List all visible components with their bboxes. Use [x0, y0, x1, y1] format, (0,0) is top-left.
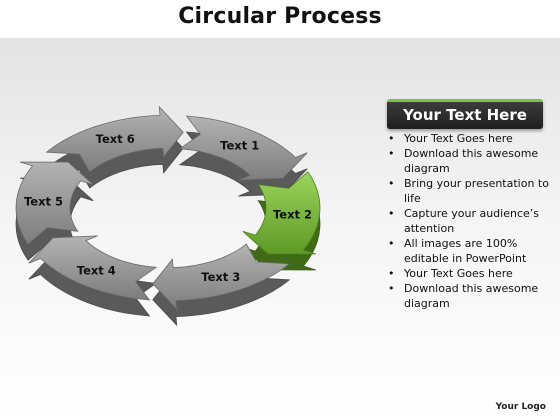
logo-text: Your Logo	[495, 402, 546, 412]
bullet-text: Download this awesome diagram	[404, 282, 539, 310]
panel-header: Your Text Here	[387, 99, 543, 129]
bullet-dot-icon: •	[388, 207, 395, 220]
bullet-item: • Download this awesome diagram	[386, 146, 554, 176]
bullet-dot-icon: •	[388, 147, 395, 160]
bullet-item: • Your Text Goes here	[386, 266, 554, 281]
arrow-segment-3	[152, 243, 291, 311]
bullet-item: • Capture your audience’s attention	[386, 206, 554, 236]
arrow-segment-6	[45, 105, 184, 173]
bullet-text: Your Text Goes here	[404, 132, 513, 145]
arrow-segment-5	[15, 161, 94, 245]
segment-label-6: Text 6	[96, 132, 135, 146]
bullet-dot-icon: •	[388, 237, 395, 250]
segment-label-3: Text 3	[201, 270, 240, 284]
bullet-dot-icon: •	[388, 267, 395, 280]
bullet-item: • Bring your presentation to life	[386, 176, 554, 206]
bullet-dot-icon: •	[388, 132, 395, 145]
bullet-text: Download this awesome diagram	[404, 147, 539, 175]
segment-label-5: Text 5	[24, 194, 63, 208]
bullet-item: • Your Text Goes here	[386, 131, 554, 146]
segment-label-4: Text 4	[77, 264, 116, 278]
bullet-dot-icon: •	[388, 282, 395, 295]
ring-label-layer: Text 4 Text 3 Text 2 Text 5 Text 6 Text 1	[24, 132, 312, 284]
bullet-item: • All images are 100% editable in PowerPo…	[386, 236, 554, 266]
arrow-segment-1	[178, 115, 308, 181]
bullet-item: • Download this awesome diagram	[386, 281, 554, 311]
bullet-dot-icon: •	[388, 177, 395, 190]
ring-top-layer	[15, 105, 321, 311]
segment-label-2: Text 2	[273, 208, 312, 222]
bullet-text: All images are 100% editable in PowerPoi…	[404, 237, 527, 265]
arrow-segment-4	[28, 235, 158, 301]
segment-label-1: Text 1	[220, 139, 259, 153]
bullet-text: Bring your presentation to life	[404, 177, 549, 205]
slide-title: Circular Process	[178, 4, 382, 29]
bullet-text: Capture your audience’s attention	[404, 207, 539, 235]
bullet-list: • Your Text Goes here • Download this aweso…	[386, 131, 554, 311]
arrow-segment-2	[242, 171, 321, 255]
bullet-text: Your Text Goes here	[404, 267, 513, 280]
